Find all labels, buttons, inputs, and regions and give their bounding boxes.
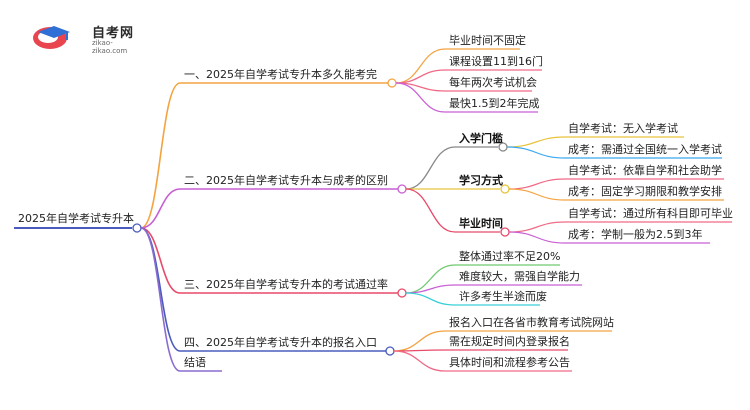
leaf-label: 整体通过率不足20% xyxy=(459,249,560,263)
site-logo[interactable]: 自考网 zikao-zikao.com xyxy=(30,20,140,55)
graduation-cap-icon xyxy=(33,26,70,49)
child-link xyxy=(405,146,456,190)
branch-label-b3: 三、2025年自学考试专升本的考试通过率 xyxy=(184,277,388,291)
logo-title: 自考网 xyxy=(92,26,135,41)
child-link xyxy=(395,48,446,84)
branch-connector-b1 xyxy=(387,78,397,88)
leaf-label: 每年两次考试机会 xyxy=(449,75,537,89)
branch-link-b5 xyxy=(140,227,181,372)
leaf-label: 自学考试：通过所有科目即可毕业 xyxy=(568,206,733,220)
branch-label-b1: 一、2025年自学考试专升本多久能考完 xyxy=(184,67,377,81)
leaf-label: 成考：需通过全国统一入学考试 xyxy=(568,142,722,156)
leaf-link xyxy=(508,188,566,201)
branch-label-b5: 结语 xyxy=(184,356,206,369)
root-node-label: 2025年自学考试专升本 xyxy=(18,211,134,225)
child-link xyxy=(405,292,456,306)
subgroup-label: 毕业时间 xyxy=(459,216,503,230)
leaf-link xyxy=(506,146,566,159)
leaf-label: 成考：学制一般为2.5到3年 xyxy=(568,227,703,241)
subgroup-label: 学习方式 xyxy=(459,173,503,187)
branch-connector-b3 xyxy=(397,288,407,298)
leaf-label: 自学考试：无入学考试 xyxy=(568,121,678,135)
branch-link-b3 xyxy=(140,227,181,294)
leaf-label: 具体时间和流程参考公告 xyxy=(449,355,570,369)
root-connector xyxy=(132,223,142,233)
leaf-label: 毕业时间不固定 xyxy=(449,33,526,47)
child-link xyxy=(393,350,446,372)
branch-link-b4 xyxy=(140,227,181,352)
leaf-label: 最快1.5到2年完成 xyxy=(449,96,540,110)
leaf-link xyxy=(508,178,566,190)
leaf-label: 报名入口在各省市教育考试院网站 xyxy=(449,315,614,329)
leaf-label: 自学考试：依靠自学和社会助学 xyxy=(568,163,722,177)
logo-url: zikao-zikao.com xyxy=(92,39,128,55)
branch-connector-b4 xyxy=(385,346,395,356)
subgroup-connector xyxy=(500,227,510,237)
leaf-link xyxy=(508,221,566,233)
child-link xyxy=(405,188,456,233)
leaf-label: 成考：固定学习期限和教学安排 xyxy=(568,184,722,198)
subgroup-connector xyxy=(500,184,510,194)
branch-link-b1 xyxy=(140,82,181,229)
child-link xyxy=(395,82,446,113)
branch-label-b4: 四、2025年自学考试专升本的报名入口 xyxy=(184,335,377,349)
subgroup-connector xyxy=(498,142,508,152)
subgroup-label: 入学门槛 xyxy=(459,131,503,145)
leaf-label: 许多考生半途而废 xyxy=(459,289,547,303)
leaf-label: 课程设置11到16门 xyxy=(449,54,543,68)
leaf-link xyxy=(508,231,566,244)
branch-connector-b2 xyxy=(397,184,407,194)
leaf-link xyxy=(506,136,566,148)
branch-link-b2 xyxy=(140,188,181,229)
branch-label-b2: 二、2025年自学考试专升本与成考的区别 xyxy=(184,173,388,187)
child-link xyxy=(393,330,446,352)
leaf-label: 难度较大，需强自学能力 xyxy=(459,269,580,283)
child-link xyxy=(395,69,446,84)
leaf-label: 需在规定时间内登录报名 xyxy=(449,334,570,348)
